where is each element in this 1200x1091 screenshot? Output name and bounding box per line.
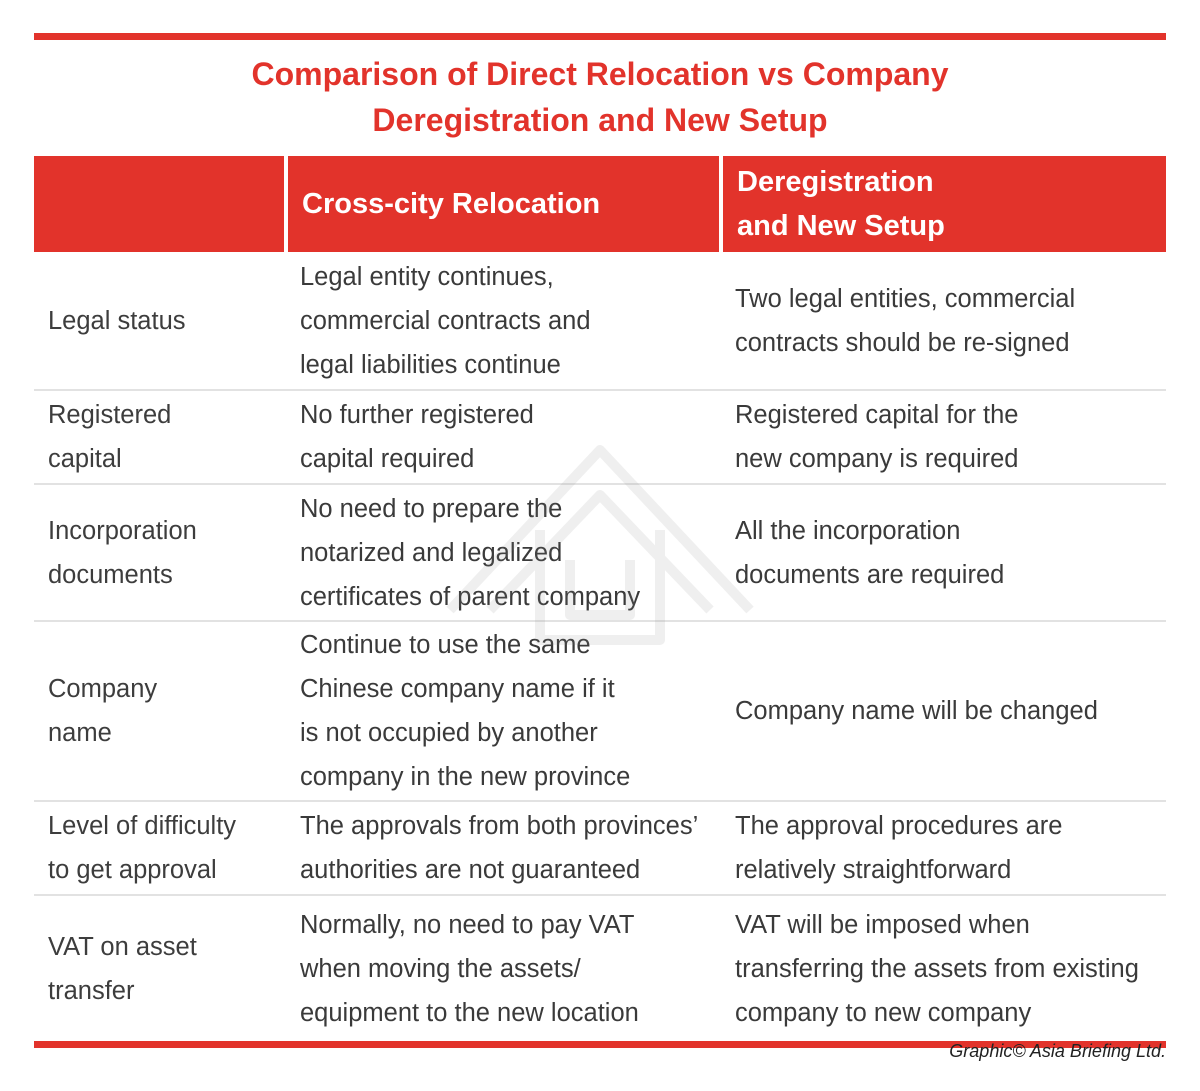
- cell-line: Level of difficulty: [48, 812, 237, 841]
- cell-line: relatively straightforward: [735, 856, 1012, 885]
- new-setup-cell: Registered capital for the new company i…: [721, 390, 1166, 486]
- relocation-cell: No further registered capital required: [286, 390, 721, 486]
- cell-line: notarized and legalized: [300, 538, 563, 567]
- cell-line: Registered: [48, 401, 172, 430]
- top-rule: [34, 33, 1166, 40]
- cell-line: Company: [48, 675, 158, 704]
- cell-line: transfer: [48, 976, 135, 1005]
- header-new-setup: Deregistration and New Setup: [719, 156, 1166, 253]
- relocation-cell: No need to prepare the notarized and leg…: [286, 484, 721, 623]
- cell-line: documents are required: [735, 560, 1005, 589]
- cell-line: contracts should be re-signed: [735, 328, 1070, 357]
- cell-line: Legal entity continues,: [300, 262, 554, 291]
- table-row: Level of difficulty to get approval The …: [34, 801, 1166, 897]
- header-relocation: Cross-city Relocation: [284, 156, 721, 253]
- new-setup-cell: Two legal entities, commercial contracts…: [721, 252, 1166, 392]
- cell-line: Continue to use the same: [300, 631, 591, 660]
- new-setup-cell: Company name will be changed: [721, 621, 1166, 803]
- header-new-setup-line: and New Setup: [737, 210, 945, 243]
- cell-line: VAT on asset: [48, 932, 197, 961]
- cell-line: All the incorporation: [735, 516, 961, 545]
- table-row: VAT on asset transfer Normally, no need …: [34, 895, 1166, 1041]
- title-line-2: Deregistration and New Setup: [372, 102, 828, 138]
- cell-line: authorities are not guaranteed: [300, 856, 641, 885]
- graphic-credit: Graphic© Asia Briefing Ltd.: [949, 1041, 1166, 1061]
- table-row: Registered capital No further registered…: [34, 390, 1166, 486]
- row-label-company-name: Company name: [34, 621, 286, 803]
- row-label-legal-status: Legal status: [34, 252, 286, 392]
- cell-line: Incorporation: [48, 516, 197, 545]
- cell-line: No further registered: [300, 401, 534, 430]
- comparison-table: Cross-city Relocation Deregistration and…: [34, 156, 1166, 1041]
- cell-line: commercial contracts and: [300, 306, 591, 335]
- cell-line: Two legal entities, commercial: [735, 284, 1076, 313]
- cell-line: The approval procedures are: [735, 812, 1063, 841]
- cell-line: documents: [48, 560, 173, 589]
- cell-line: new company is required: [735, 445, 1019, 474]
- relocation-cell: Legal entity continues, commercial contr…: [286, 252, 721, 392]
- new-setup-cell: The approval procedures are relatively s…: [721, 801, 1166, 897]
- cell-line: company in the new province: [300, 763, 631, 792]
- cell-line: legal liabilities continue: [300, 350, 561, 379]
- table-row: Company name Continue to use the same Ch…: [34, 621, 1166, 803]
- cell-line: Chinese company name if it: [300, 675, 615, 704]
- table-header-row: Cross-city Relocation Deregistration and…: [34, 156, 1166, 253]
- cell-line: Legal status: [48, 306, 186, 335]
- cell-line: The approvals from both provinces’: [300, 812, 699, 841]
- cell-line: certificates of parent company: [300, 582, 641, 611]
- comparison-graphic: Comparison of Direct Relocation vs Compa…: [34, 33, 1166, 1049]
- relocation-cell: The approvals from both provinces’ autho…: [286, 801, 721, 897]
- new-setup-cell: VAT will be imposed when transferring th…: [721, 895, 1166, 1041]
- table-row: Legal status Legal entity continues, com…: [34, 252, 1166, 392]
- cell-line: No need to prepare the: [300, 494, 563, 523]
- row-label-incorporation-documents: Incorporation documents: [34, 484, 286, 623]
- cell-line: company to new company: [735, 998, 1032, 1027]
- cell-line: VAT will be imposed when: [735, 910, 1030, 939]
- cell-line: transferring the assets from existing: [735, 954, 1139, 983]
- row-label-vat: VAT on asset transfer: [34, 895, 286, 1041]
- cell-line: equipment to the new location: [300, 998, 639, 1027]
- cell-line: Registered capital for the: [735, 401, 1019, 430]
- relocation-cell: Continue to use the same Chinese company…: [286, 621, 721, 803]
- title-line-1: Comparison of Direct Relocation vs Compa…: [251, 56, 949, 92]
- header-relocation-text: Cross-city Relocation: [302, 188, 601, 221]
- cell-line: to get approval: [48, 856, 217, 885]
- cell-line: when moving the assets/: [300, 954, 581, 983]
- cell-line: capital required: [300, 445, 475, 474]
- cell-line: Company name will be changed: [735, 697, 1098, 726]
- cell-line: Normally, no need to pay VAT: [300, 910, 635, 939]
- new-setup-cell: All the incorporation documents are requ…: [721, 484, 1166, 623]
- page-title: Comparison of Direct Relocation vs Compa…: [34, 40, 1166, 138]
- header-blank: [34, 156, 286, 253]
- table-row: Incorporation documents No need to prepa…: [34, 484, 1166, 623]
- cell-line: is not occupied by another: [300, 719, 598, 748]
- relocation-cell: Normally, no need to pay VAT when moving…: [286, 895, 721, 1041]
- row-label-difficulty: Level of difficulty to get approval: [34, 801, 286, 897]
- bottom-rule: [34, 1041, 1166, 1049]
- row-label-registered-capital: Registered capital: [34, 390, 286, 486]
- header-new-setup-line: Deregistration: [737, 166, 934, 199]
- cell-line: capital: [48, 445, 122, 474]
- cell-line: name: [48, 719, 112, 748]
